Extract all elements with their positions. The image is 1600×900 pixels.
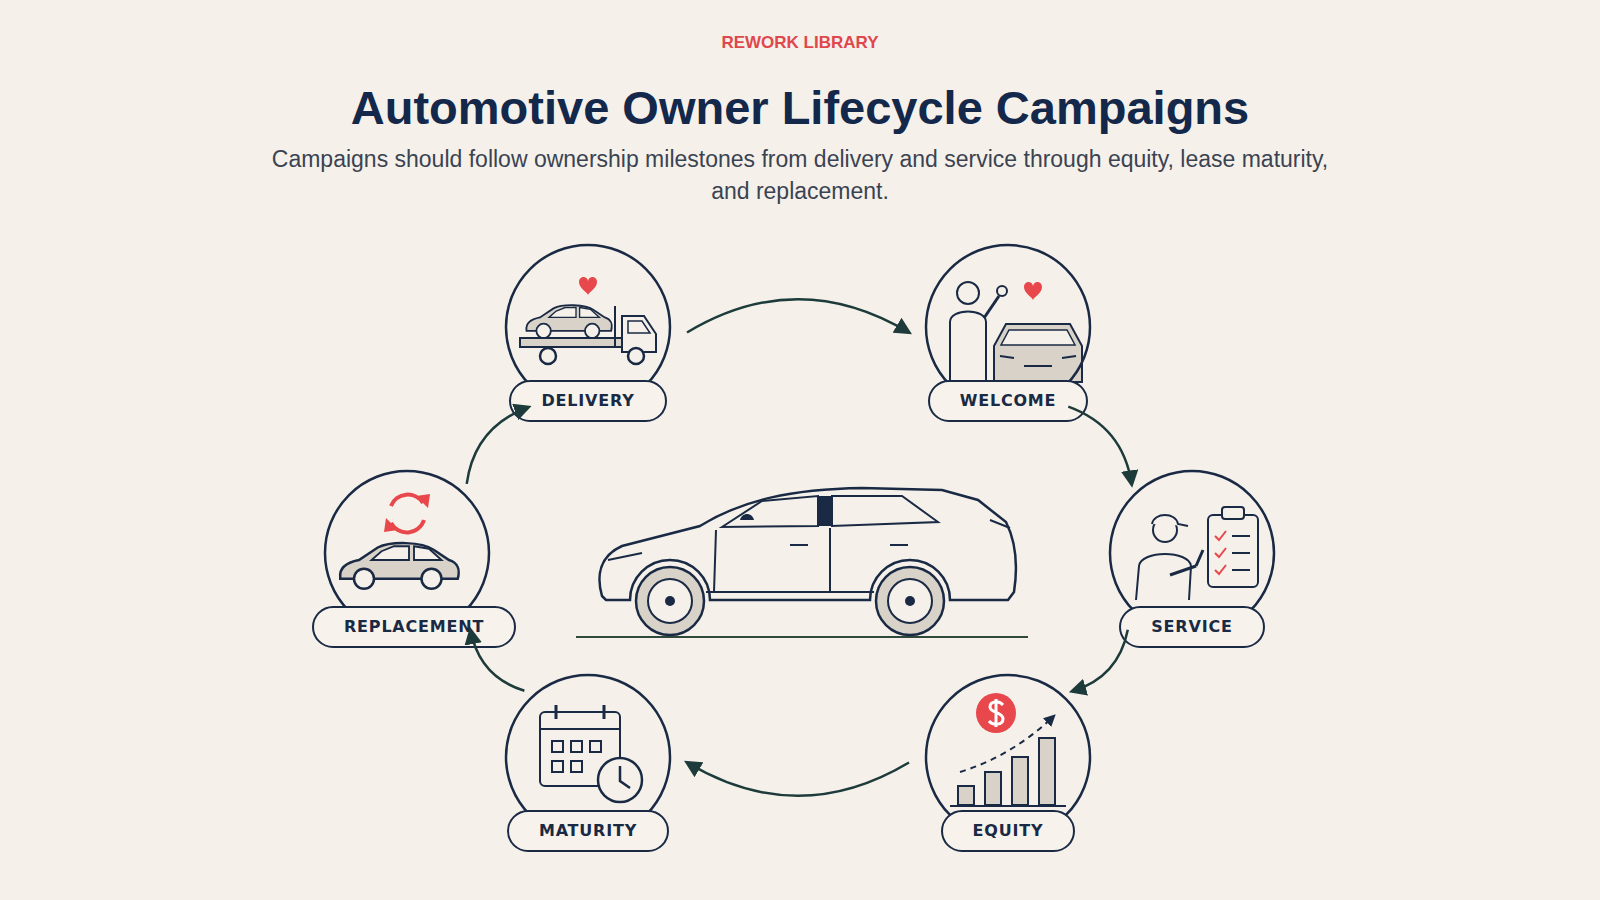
welcome-icon-part — [950, 312, 986, 383]
delivery-icon-part — [526, 305, 611, 338]
equity-icon-part — [1012, 757, 1028, 805]
milestone-node: DELIVERY — [493, 243, 683, 422]
cycle-arrow — [467, 407, 529, 484]
milestone-label: REPLACEMENT — [312, 606, 516, 648]
center-car-part — [905, 596, 915, 606]
welcome-icon — [950, 282, 1082, 382]
equity-icon-part — [958, 786, 974, 805]
replacement-icon-part — [416, 494, 430, 508]
center-car-part — [832, 496, 938, 526]
welcome-icon-part — [1000, 356, 1076, 366]
replacement-icon-part — [340, 543, 459, 589]
service-icon-part — [1222, 507, 1244, 519]
service-icon-part — [1152, 515, 1188, 526]
milestone-label: WELCOME — [928, 380, 1089, 422]
delivery-icon-part — [615, 306, 656, 352]
milestone-node: WELCOME — [913, 243, 1103, 422]
replacement-icon — [340, 494, 459, 589]
center-car — [576, 488, 1028, 637]
service-icon-part — [1170, 550, 1203, 575]
center-car-part — [706, 528, 874, 592]
center-car-part — [888, 579, 932, 623]
welcome-icon-part — [994, 324, 1082, 382]
cycle-arrow — [1072, 630, 1128, 692]
milestone-label: EQUITY — [941, 810, 1076, 852]
center-car-part — [576, 636, 1028, 638]
equity-icon — [950, 693, 1066, 806]
cycle-arrow — [687, 299, 909, 332]
replacement-icon-part — [384, 518, 398, 532]
cycle-arrow — [1068, 407, 1131, 485]
maturity-icon-part — [590, 741, 601, 752]
center-car-part — [722, 496, 818, 527]
maturity-icon-part — [598, 758, 642, 802]
milestone-label: MATURITY — [507, 810, 669, 852]
maturity-icon-part — [620, 766, 630, 788]
equity-icon-part — [989, 699, 1003, 727]
equity-icon-part — [985, 772, 1001, 805]
maturity-icon-part — [571, 741, 582, 752]
service-icon — [1136, 507, 1258, 600]
service-icon-part — [1136, 554, 1191, 600]
welcome-icon-part — [957, 282, 979, 304]
cycle-arrow — [687, 763, 909, 796]
cycle-arrow — [471, 630, 525, 691]
center-car-part — [608, 520, 1010, 560]
diagram-title: Automotive Owner Lifecycle Campaigns — [0, 80, 1600, 135]
maturity-icon-part — [571, 761, 582, 772]
maturity-icon-part — [556, 705, 604, 719]
library-label: REWORK LIBRARY — [0, 33, 1600, 53]
center-car-part — [665, 596, 675, 606]
service-icon-part — [1215, 531, 1226, 574]
welcome-icon-part — [1024, 282, 1042, 300]
delivery-icon-part — [540, 348, 556, 364]
milestone-node: REPLACEMENT — [312, 469, 502, 648]
milestone-node: MATURITY — [493, 673, 683, 852]
milestone-label: DELIVERY — [509, 380, 666, 422]
service-icon-part — [1232, 536, 1250, 570]
equity-icon-part — [976, 693, 1016, 733]
welcome-icon-part — [984, 296, 999, 318]
welcome-icon-part — [1001, 330, 1075, 345]
milestone-node: EQUITY — [913, 673, 1103, 852]
center-car-part — [636, 567, 704, 635]
delivery-icon-part — [628, 321, 650, 333]
equity-icon-part — [1039, 738, 1055, 805]
maturity-icon-part — [552, 761, 563, 772]
delivery-icon-part — [628, 348, 644, 364]
delivery-icon — [520, 277, 656, 364]
replacement-icon-part — [391, 520, 424, 532]
center-car-part — [818, 496, 832, 526]
milestone-label: SERVICE — [1119, 606, 1264, 648]
delivery-icon-part — [520, 338, 622, 347]
diagram-caption: Campaigns should follow ownership milest… — [255, 143, 1345, 207]
maturity-icon-part — [552, 741, 563, 752]
center-car-part — [876, 567, 944, 635]
delivery-icon-part — [579, 277, 597, 295]
maturity-icon — [540, 705, 642, 802]
milestone-node: SERVICE — [1097, 469, 1287, 648]
maturity-icon-part — [540, 728, 620, 730]
service-icon-part — [1208, 515, 1258, 587]
equity-icon-part — [950, 805, 1066, 807]
center-car-part — [740, 514, 754, 520]
center-car-part — [648, 579, 692, 623]
welcome-icon-part — [997, 286, 1007, 296]
